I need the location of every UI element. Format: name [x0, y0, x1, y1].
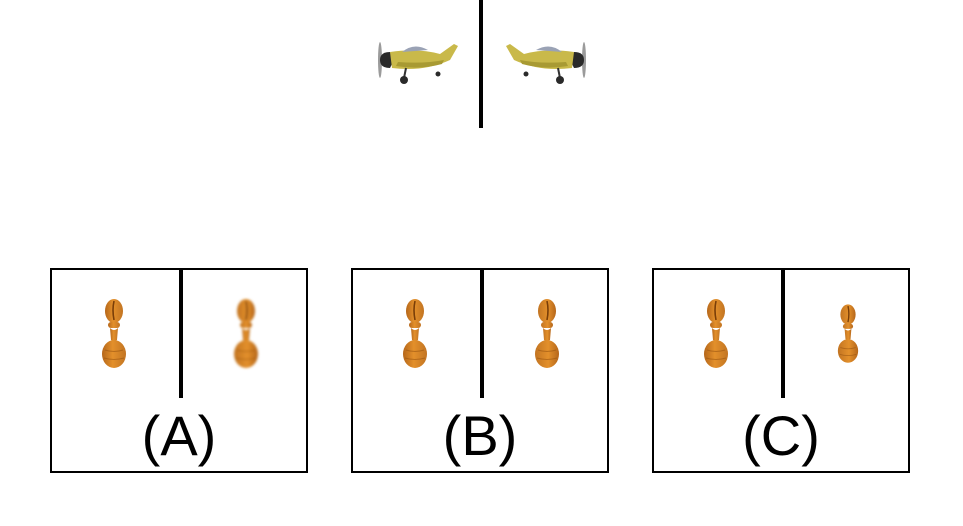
option-label: (C): [742, 404, 820, 467]
option-b[interactable]: (B): [351, 268, 609, 473]
mirror-line: [480, 270, 484, 398]
toy-airplane-mirrored-icon: [504, 38, 590, 88]
pawn-figure-icon: [402, 298, 428, 370]
pawn-figure-icon: [703, 298, 729, 370]
option-c[interactable]: (C): [652, 268, 910, 473]
pawn-figure-small-icon: [837, 301, 859, 367]
mirror-line: [179, 270, 183, 398]
reference-mirror-example: [360, 0, 604, 130]
pawn-figure-mirrored-icon: [534, 298, 560, 370]
pawn-figure-blurred-icon: [233, 298, 259, 370]
toy-airplane-icon: [374, 38, 460, 88]
option-label: (A): [141, 404, 217, 467]
pawn-figure-icon: [101, 298, 127, 370]
mirror-line: [479, 0, 483, 128]
mirror-line: [781, 270, 785, 398]
option-label: (B): [442, 404, 518, 467]
option-a[interactable]: (A): [50, 268, 308, 473]
